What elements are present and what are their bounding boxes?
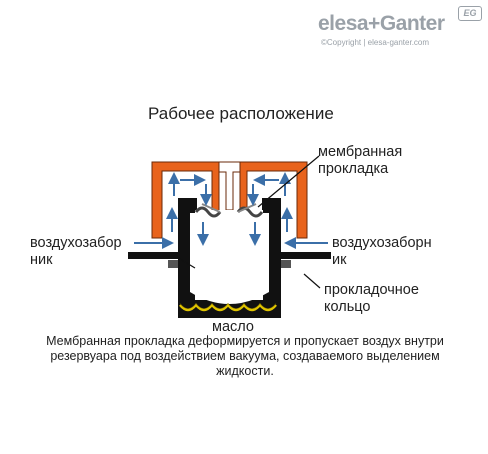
brand-name: elesa+Ganter [318,12,445,35]
airflow-arrows [134,172,328,249]
mounting-plate [128,252,331,268]
caption-line1: Мембранная прокладка деформируется и про… [46,334,444,348]
label-air-intake-right-line2: ик [332,252,347,268]
label-air-intake-left-line1: воздухозабор [30,235,122,251]
brand-copyright: ©Copyright | elesa-ganter.com [321,38,430,47]
label-gasket-ring-line2: кольцо [324,299,371,315]
container-body [178,198,281,318]
label-air-intake-left-line2: ник [30,252,53,268]
oil-waves [179,303,277,312]
label-oil: масло [212,319,254,335]
caption-line2: резервуара под воздействием вакуума, соз… [50,349,440,363]
diagram-title: Рабочее расположение [148,104,334,123]
brand-badge: EG [458,6,482,21]
caption-line3: жидкости. [216,364,274,378]
label-air-intake-right: воздухозаборн ик [332,235,432,269]
label-membrane: мембранная прокладка [318,144,402,178]
label-air-intake-right-line1: воздухозаборн [332,235,432,251]
diagram-caption: Мембранная прокладка деформируется и про… [30,334,460,379]
label-membrane-line2: прокладка [318,161,389,177]
brand-logo: elesa+Ganter EG ©Copyright | elesa-gante… [318,6,482,52]
label-membrane-line1: мембранная [318,144,403,160]
label-gasket-ring: прокладочное кольцо [324,282,419,316]
label-air-intake-left: воздухозабор ник [30,235,122,269]
label-gasket-ring-line1: прокладочное [324,282,419,298]
leader-lines [179,155,321,289]
